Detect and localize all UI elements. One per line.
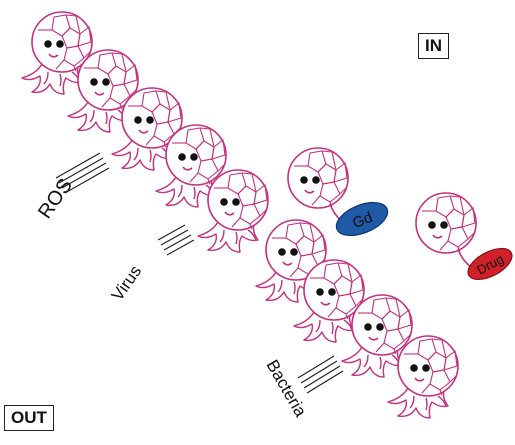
- membrane-upper-row: [22, 12, 268, 252]
- virus-threat: Virus: [108, 225, 194, 304]
- bacteria-arrows: [298, 356, 343, 393]
- ros-label: ROS: [34, 175, 77, 223]
- virus-arrows: [158, 225, 194, 255]
- ros-threat: ROS: [34, 153, 109, 223]
- inside-label: IN: [418, 33, 449, 59]
- fullerene-drug-carrier: Drug: [416, 193, 515, 286]
- outside-label: OUT: [4, 405, 54, 431]
- bacteria-label: Bacteria: [263, 357, 311, 421]
- ros-arrows: [56, 153, 109, 193]
- virus-label: Virus: [108, 262, 146, 304]
- bacteria-threat: Bacteria: [263, 356, 343, 420]
